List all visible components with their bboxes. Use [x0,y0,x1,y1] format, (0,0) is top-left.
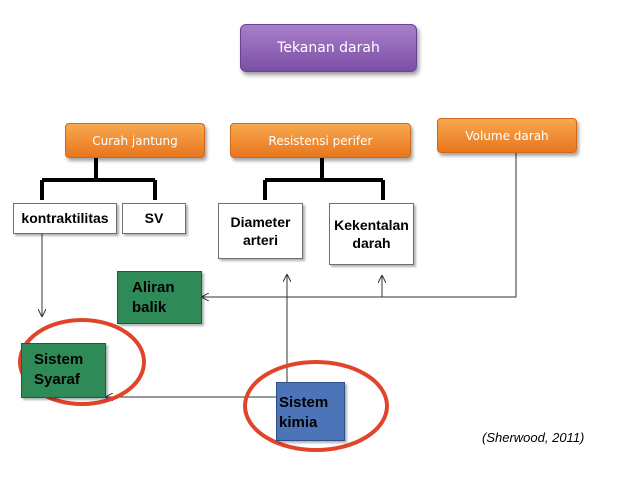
diameter-arteri-node: Diameter arteri [218,203,303,259]
citation: (Sherwood, 2011) [482,430,585,445]
tree-connector-resistensi [263,157,385,200]
volume-darah-node: Volume darah [437,118,577,153]
sistem-kimia-node: Sistem kimia [276,382,345,441]
highlight-ring-kimia [243,360,389,452]
kekentalan-darah-node: Kekentalan darah [329,203,414,265]
kontraktilitas-node: kontraktilitas [13,203,117,234]
tree-connector-curah [40,157,157,200]
sistem-syaraf-node: Sistem Syaraf [21,343,106,398]
highlight-ring-syaraf [18,318,146,406]
line-volume-down [202,152,517,297]
curah-jantung-node: Curah jantung [65,123,205,158]
sv-node: SV [122,203,186,234]
aliran-balik-node: Aliran balik [117,271,202,324]
title-node: Tekanan darah [240,24,417,72]
resistensi-perifer-node: Resistensi perifer [230,123,411,158]
